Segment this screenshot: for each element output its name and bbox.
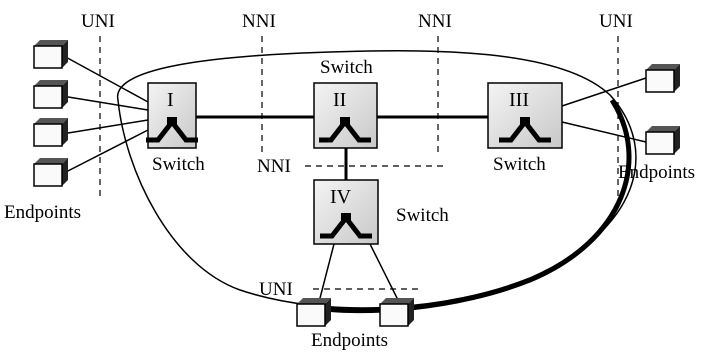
switch-2-numeral: II — [333, 89, 346, 111]
switch-4-caption: Switch — [396, 205, 449, 226]
endpoint-right-1 — [645, 63, 681, 93]
link-endpoint-l3 — [61, 119, 149, 135]
endpoint-bottom-1 — [296, 297, 332, 327]
endpoints-left-label: Endpoints — [4, 202, 81, 223]
nni-right-label: NNI — [418, 11, 452, 32]
endpoint-left-1 — [33, 39, 69, 69]
switch-3-numeral: III — [509, 89, 529, 111]
nni-left-label: NNI — [242, 11, 276, 32]
link-endpoint-b2 — [369, 243, 400, 303]
switch-2-caption: Switch — [320, 57, 373, 78]
switch-4 — [313, 179, 379, 245]
endpoint-left-2 — [33, 79, 69, 109]
endpoint-bottom-2 — [379, 297, 415, 327]
switch-1 — [146, 82, 198, 149]
switch-3 — [487, 82, 563, 149]
link-endpoint-r2 — [561, 121, 647, 143]
nni-middle-label: NNI — [257, 156, 291, 177]
endpoint-left-3 — [33, 117, 69, 147]
network-cloud-boundary — [117, 50, 637, 309]
network-cloud-shadow — [299, 98, 632, 314]
link-endpoint-l2 — [61, 95, 149, 111]
switch-1-numeral: I — [167, 89, 174, 111]
endpoints-bottom-label: Endpoints — [311, 330, 388, 351]
endpoints-right-label: Endpoints — [618, 162, 695, 183]
link-endpoint-l1 — [61, 54, 149, 103]
link-endpoint-l4 — [61, 129, 149, 175]
switch-3-caption: Switch — [493, 154, 546, 175]
switch-2 — [313, 82, 378, 149]
switch-4-numeral: IV — [330, 186, 352, 208]
uni-right-label: UNI — [599, 11, 633, 32]
uni-bottom-label: UNI — [259, 279, 293, 300]
link-endpoint-r1 — [561, 77, 647, 107]
uni-left-label: UNI — [81, 11, 115, 32]
switch-1-caption: Switch — [152, 154, 205, 175]
endpoint-left-4 — [33, 157, 69, 187]
endpoint-right-2 — [645, 125, 681, 155]
link-endpoint-b1 — [318, 243, 335, 303]
